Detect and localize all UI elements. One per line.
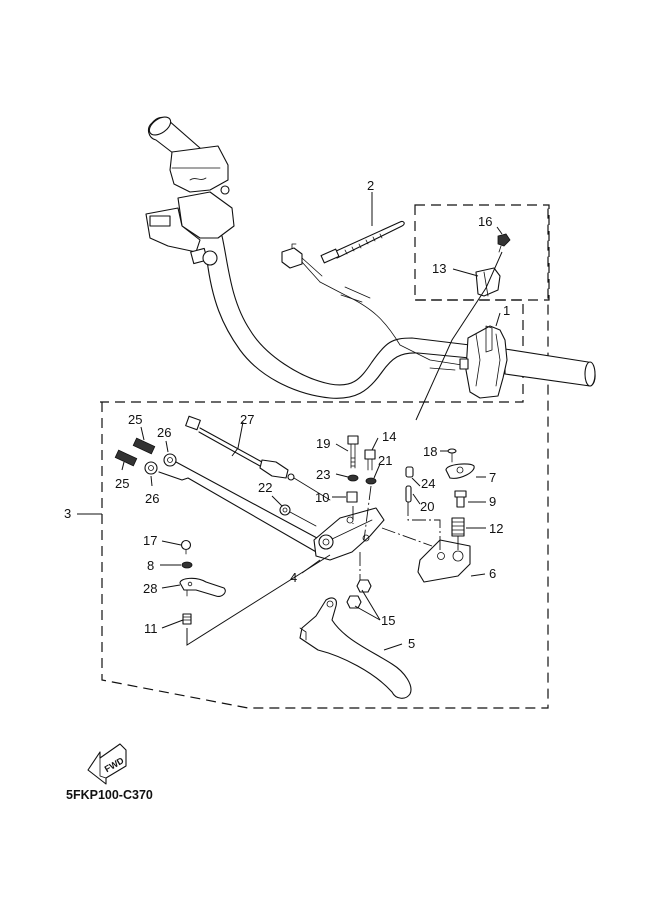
callout-16: 16 [478, 214, 492, 229]
callout-28: 28 [143, 581, 157, 596]
part-15-nut-lower [346, 595, 362, 609]
part-28-bracket [179, 577, 226, 597]
group-box-1 [100, 299, 524, 403]
part-7-plate [445, 463, 475, 479]
forward-arrow-icon: FWD [87, 743, 127, 785]
callout-15: 15 [381, 613, 395, 628]
callout-11: 11 [144, 621, 158, 636]
callout-24: 24 [421, 476, 435, 491]
part-6-hot-start-lever [417, 539, 471, 583]
callout-20: 20 [420, 499, 434, 514]
part-24-pin [405, 466, 414, 478]
callout-leaders [77, 192, 503, 651]
callout-17: 17 [143, 533, 157, 548]
part-18-screw [447, 448, 457, 463]
callout-7: 7 [489, 470, 496, 485]
callout-27: 27 [240, 412, 254, 427]
callout-14: 14 [382, 429, 396, 444]
part-9-plunger [454, 490, 467, 508]
callout-5: 5 [408, 636, 415, 651]
left-switch-housing [169, 145, 230, 195]
part-20-pin [405, 485, 412, 503]
callout-3: 3 [64, 506, 71, 521]
part-22-nut [279, 504, 317, 527]
group-box-13-16 [414, 204, 550, 301]
callout-10: 10 [315, 490, 329, 505]
callout-4: 4 [290, 570, 297, 585]
axis-line-6 [381, 527, 433, 547]
part-5-clutch-lever [299, 597, 412, 699]
axis-line-20 [407, 502, 441, 552]
callout-19: 19 [316, 436, 330, 451]
handlebar [206, 235, 471, 399]
part-8-washer [181, 561, 193, 569]
part-2-cable-tie [320, 220, 405, 264]
callout-6: 6 [489, 566, 496, 581]
right-grip [504, 348, 596, 387]
callout-12: 12 [489, 521, 503, 536]
part-4-lever-holder [313, 507, 385, 561]
part-26-locknut-lower [144, 461, 158, 475]
part-21-washer [365, 477, 377, 485]
master-cylinder [145, 191, 235, 266]
callout-13: 13 [432, 261, 446, 276]
part-10-collar [346, 491, 358, 503]
part-26-locknut-upper [163, 453, 177, 467]
callout-21: 21 [378, 453, 392, 468]
callout-26-upper: 26 [157, 425, 171, 440]
callout-18: 18 [423, 444, 437, 459]
callout-1: 1 [503, 303, 510, 318]
part-13-clamp [475, 267, 501, 297]
part-27-cable [185, 415, 331, 501]
callout-2: 2 [367, 178, 374, 193]
drawing-code: 5FKP100-C370 [66, 788, 153, 802]
callout-22: 22 [258, 480, 272, 495]
callout-25-lower: 25 [115, 476, 129, 491]
part-19-bolt [347, 435, 359, 469]
callout-26-lower: 26 [145, 491, 159, 506]
callout-8: 8 [147, 558, 154, 573]
part-23-washer [347, 474, 359, 482]
left-grip [147, 116, 201, 161]
part-17-screw [180, 539, 192, 555]
callout-numbers: 1 2 3 4 5 6 7 8 9 10 11 12 13 14 15 16 1… [64, 178, 510, 651]
callout-23: 23 [316, 467, 330, 482]
group-box-3 [101, 205, 549, 709]
part-15-nut-upper [356, 579, 372, 593]
part-11-spring [182, 613, 192, 625]
clutch-cable [158, 461, 331, 554]
callout-25-upper: 25 [128, 412, 142, 427]
part-14-bolt [364, 449, 376, 471]
switch-connector [281, 243, 323, 283]
part-1-switch-housing [459, 325, 508, 399]
axis-line-14 [363, 485, 372, 541]
part-12-spring [451, 517, 465, 537]
part-16-screw [497, 233, 511, 253]
part-25-adjuster-lower [114, 449, 138, 467]
callout-9: 9 [489, 494, 496, 509]
part-25-adjuster-upper [132, 437, 156, 455]
